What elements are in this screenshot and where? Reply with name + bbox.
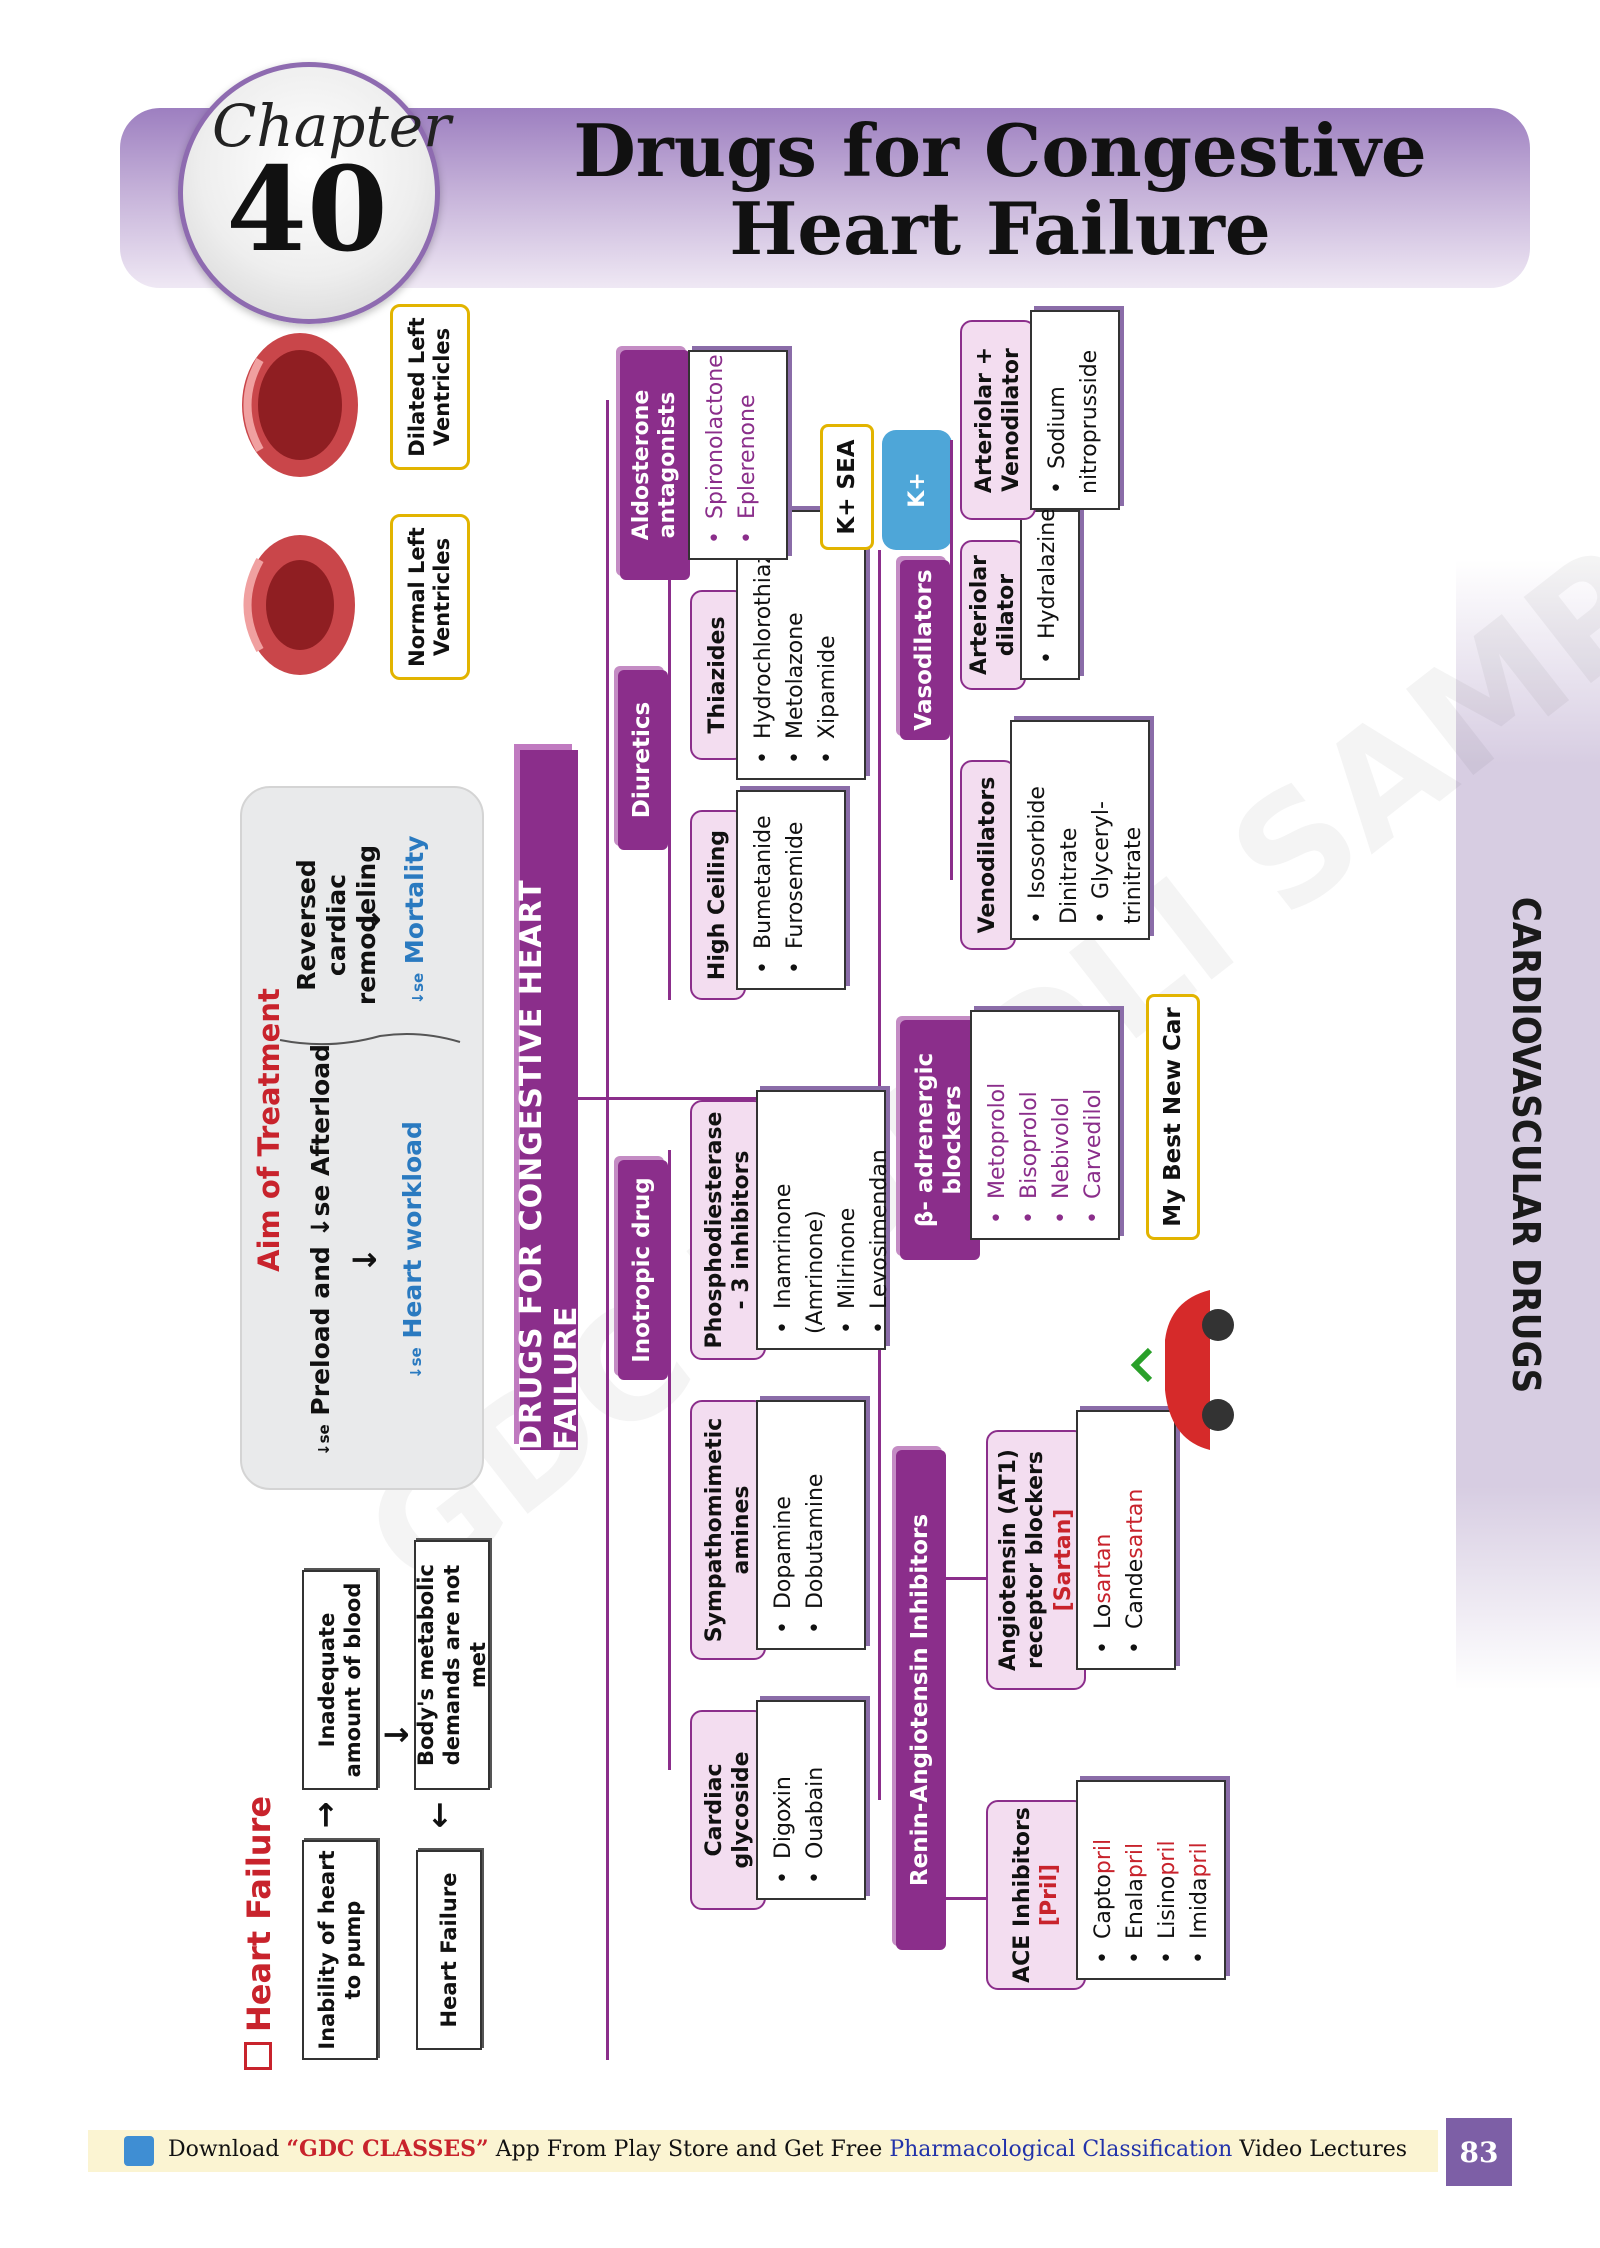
normal-heart-image xyxy=(243,535,355,675)
arteriolar-veno-title: Arteriolar + Venodilator xyxy=(960,320,1036,520)
arteriolar-veno-list: Sodium nitroprusside xyxy=(1030,310,1120,510)
concept-map: Heart Failure Inability of heart to pump… xyxy=(210,300,1430,2080)
dilated-heart-image xyxy=(242,333,358,477)
arteriolar-title: Arteriolar dilator xyxy=(960,540,1026,690)
dilated-ventricles-label: Dilated Left Ventricles xyxy=(390,304,470,470)
page-title-line1: Drugs for Congestive xyxy=(573,108,1427,193)
raas-branch-right xyxy=(946,1577,986,1580)
chapter-number: 40 xyxy=(226,142,388,278)
raas-branch-left xyxy=(946,1897,986,1900)
hf-box-inability: Inability of heart to pump xyxy=(302,1840,378,2060)
hf-box-metabolic: Body's metabolic demands are not met xyxy=(414,1540,490,1790)
page-number: 83 xyxy=(1446,2118,1512,2186)
category-diuretics: Diuretics xyxy=(618,670,668,850)
category-beta-blockers: β- adrenergic blockers xyxy=(900,1020,980,1260)
cardiac-glycoside-list: Digoxin Ouabain xyxy=(756,1700,866,1900)
side-section-label: CARDIOVASCULAR DRUGS xyxy=(1504,896,1548,1394)
aldosterone-title: Aldosterone antagonists xyxy=(620,350,690,580)
app-icon xyxy=(124,2136,154,2166)
hf-box-heart-failure: Heart Failure xyxy=(416,1850,482,2050)
k-sea-mnemonic: K+ SEA xyxy=(820,424,874,550)
chapter-badge xyxy=(178,62,440,324)
normal-ventricles-label: Normal Left Ventricles xyxy=(390,514,470,680)
category-inotropic: Inotropic drug xyxy=(618,1160,668,1380)
arteriolar-list: Hydralazine xyxy=(1020,508,1080,680)
vasodilator-branch xyxy=(950,440,953,880)
pde3-list: Inamrinone (Amrinone) Milrinone Levosime… xyxy=(756,1090,892,1350)
cardiac-glycoside-title: Cardiac glycoside xyxy=(690,1710,766,1910)
aim-line-preload: ↓se Preload and ↓se Afterload xyxy=(306,1044,335,1456)
aim-title: Aim of Treatment xyxy=(252,988,286,1272)
heart-failure-title: Heart Failure xyxy=(240,1770,278,2070)
hf-box-inadequate: Inadequate amount of blood xyxy=(302,1570,378,1790)
inotropic-branch xyxy=(668,1150,671,1770)
aim-arrow-1: ↓ xyxy=(346,1246,384,1274)
side-section-tab xyxy=(1456,560,1600,1690)
footer-banner xyxy=(88,2130,1438,2172)
ace-inhibitor-list: Captopril Enalapril Lisinopril Imidapril xyxy=(1076,1780,1226,1980)
branch-trunk-upper xyxy=(606,400,609,2060)
venodilators-list: Isosorbide Dinitrate Glyceryl-trinitrate xyxy=(1010,720,1150,940)
category-vasodilators: Vasodilators xyxy=(900,560,950,740)
main-classification-title: DRUGS FOR CONGESTIVE HEART FAILURE xyxy=(514,750,584,1450)
page-title-line2: Heart Failure xyxy=(729,185,1271,271)
pde3-title: Phosphodiesterase - 3 inhibitors xyxy=(690,1100,766,1360)
footer-text: Download “GDC CLASSES” App From Play Sto… xyxy=(168,2136,1408,2162)
sympathomimetic-title: Sympathomimetic amines xyxy=(690,1400,766,1660)
red-car-icon xyxy=(1130,1290,1234,1450)
arrow-right-1: → xyxy=(306,1801,344,1829)
beta-blocker-list: Metoprolol Bisoprolol Nebivolol Carvedil… xyxy=(970,1010,1120,1240)
venodilators-title: Venodilators xyxy=(960,760,1016,950)
chapter-word: Chapter xyxy=(212,92,451,160)
page-title: Drugs for Congestive Heart Failure xyxy=(540,112,1460,268)
aldosterone-list: Spironolactone Eplerenone xyxy=(688,350,788,560)
arrow-down-1: ↓ xyxy=(378,1721,416,1749)
checkbox-square-icon xyxy=(244,2042,272,2070)
sympathomimetic-list: Dopamine Dobutamine xyxy=(756,1400,866,1650)
arrow-left-1: ← xyxy=(420,1801,458,1829)
ace-inhibitor-title: ACE Inhibitors [Pril] xyxy=(986,1800,1086,1990)
arb-title: Angiotensin (AT1) receptor blockers [Sar… xyxy=(986,1430,1086,1690)
aim-line-mortality: ↓se Mortality xyxy=(400,835,429,1005)
beta-mnemonic: My Best New Car xyxy=(1146,994,1200,1240)
aim-arrow-2: ↓ xyxy=(350,906,388,934)
high-ceiling-list: Bumetanide Furosemide xyxy=(736,790,846,990)
sketch-figure-icon xyxy=(279,1033,461,1046)
aim-line-workload: ↓se Heart workload xyxy=(398,1121,427,1379)
sea-wave-icon: K+ xyxy=(882,430,952,550)
category-raas: Renin-Angiotensin Inhibitors xyxy=(896,1450,946,1950)
